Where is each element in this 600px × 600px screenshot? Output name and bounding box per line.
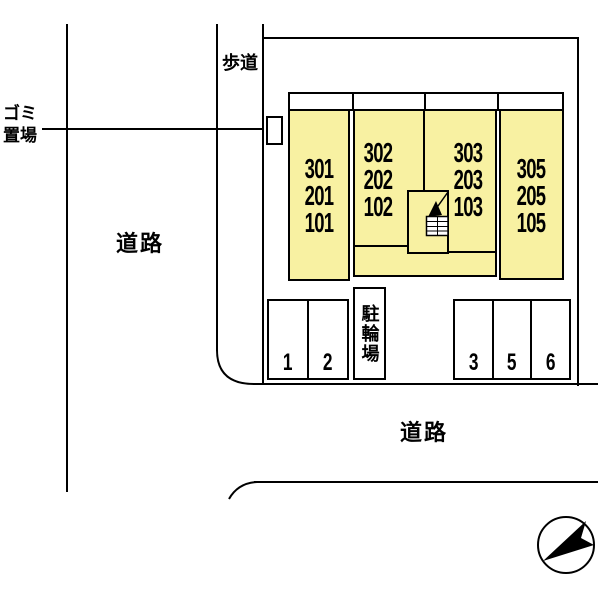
unit-number: 303 <box>453 137 484 168</box>
unit-number: 205 <box>516 180 547 211</box>
unit-number: 101 <box>304 207 335 238</box>
property-line-top <box>262 37 579 39</box>
unit-block-east <box>499 109 564 280</box>
parking-space-3: 3 <box>455 301 492 378</box>
unit-number: 203 <box>453 164 484 195</box>
parking-group-right: 3 5 6 <box>453 299 571 380</box>
property-line-right <box>577 37 579 386</box>
interior-wall <box>423 109 425 192</box>
garbage-label-line1: ゴミ <box>3 104 37 123</box>
bicycle-parking-box: 駐輪場 <box>353 287 386 380</box>
unit-block-center <box>353 109 497 277</box>
parking-space-1: 1 <box>269 301 307 378</box>
unit-block-west <box>288 109 350 281</box>
band-divider-1 <box>352 92 354 111</box>
garbage-label-line2: 置場 <box>3 126 37 145</box>
unit-number: 201 <box>304 180 335 211</box>
sidewalk-label: 歩道 <box>222 53 258 73</box>
unit-numbers-col-3: 303 203 103 <box>438 137 497 222</box>
interior-wall-south-right <box>448 251 497 253</box>
unit-numbers-col-1: 301 201 101 <box>289 153 348 238</box>
parking-space-2: 2 <box>307 301 347 378</box>
bicycle-parking-label: 駐輪場 <box>359 303 380 364</box>
parking-space-label: 5 <box>507 349 517 376</box>
garbage-area-box <box>266 116 283 145</box>
unit-number: 102 <box>363 191 394 222</box>
sidewalk-boundary-line <box>262 24 264 385</box>
road-label-left: 道路 <box>116 231 165 256</box>
road-line-bottom-lower <box>254 481 598 483</box>
garbage-area-label: ゴミ 置場 <box>0 103 40 147</box>
parking-group-left: 1 2 <box>267 299 349 380</box>
parking-space-5: 5 <box>491 301 531 378</box>
band-divider-2 <box>424 92 426 111</box>
garbage-leader-line <box>42 128 264 130</box>
band-divider-3 <box>497 92 499 111</box>
parking-space-6: 6 <box>530 301 569 378</box>
interior-wall-south-left <box>354 245 408 247</box>
unit-number: 105 <box>516 207 547 238</box>
road-label-bottom: 道路 <box>400 420 449 445</box>
road-line-left-outer <box>66 24 68 492</box>
unit-number: 103 <box>453 191 484 222</box>
unit-numbers-col-4: 305 205 105 <box>501 153 560 238</box>
parking-space-label: 1 <box>283 349 293 376</box>
unit-number: 202 <box>363 164 394 195</box>
unit-number: 302 <box>363 137 394 168</box>
north-arrow <box>543 521 594 561</box>
parking-space-label: 2 <box>323 349 333 376</box>
compass-icon <box>537 516 595 574</box>
road-corner-curve <box>216 349 258 500</box>
unit-number: 301 <box>304 153 335 184</box>
parking-space-label: 6 <box>545 349 556 376</box>
parking-space-label: 3 <box>468 349 479 376</box>
road-line-bottom-upper <box>253 383 598 385</box>
unit-numbers-col-2: 302 202 102 <box>348 137 407 222</box>
unit-number: 305 <box>516 153 547 184</box>
road-line-left-inner <box>216 24 218 351</box>
